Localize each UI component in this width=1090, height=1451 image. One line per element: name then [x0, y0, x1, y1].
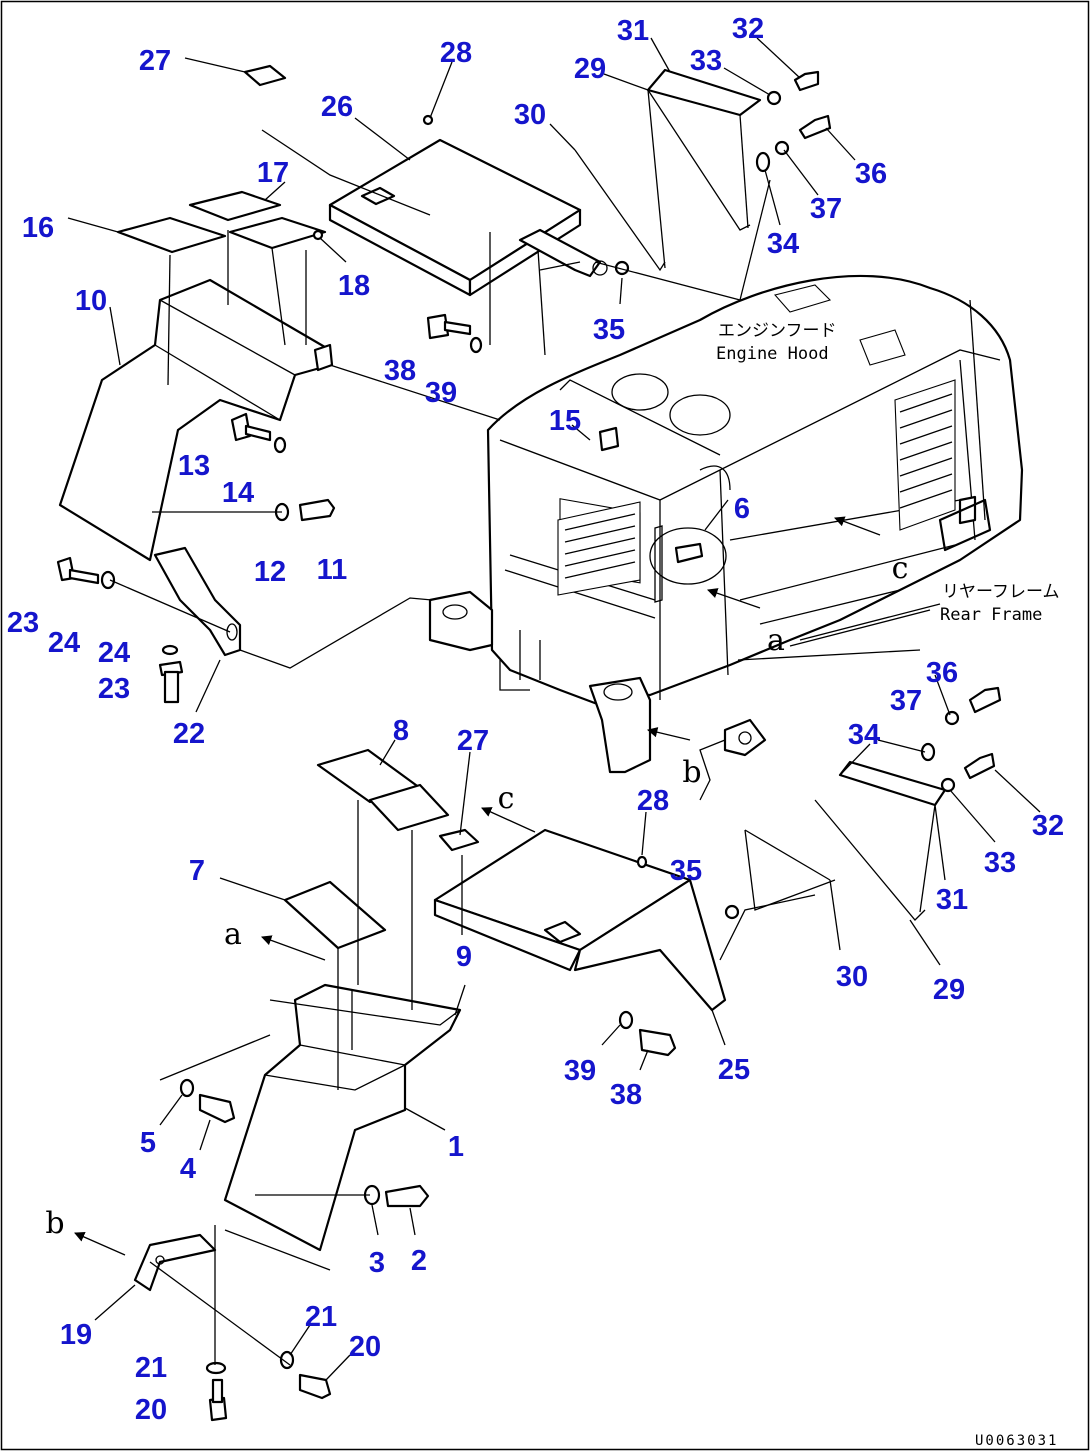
callout-c30b: 30	[836, 961, 868, 993]
callout-c31b: 31	[936, 884, 968, 916]
engine-hood	[486, 274, 1024, 717]
bracket-19	[133, 1233, 217, 1292]
plates-29-31-upper	[574, 68, 762, 272]
callout-c32a: 32	[732, 13, 764, 45]
callout-c35a: 35	[593, 314, 625, 346]
callout-c8: 8	[393, 715, 409, 747]
callout-c24b: 24	[98, 637, 130, 669]
callout-c10: 10	[75, 285, 107, 317]
callout-c18: 18	[338, 270, 370, 302]
callout-c9: 9	[456, 941, 472, 973]
plate-27-mid	[438, 828, 480, 852]
callout-c26: 26	[321, 91, 353, 123]
engine-hood-jp-label: エンジンフード	[718, 321, 837, 341]
callout-c34b: 34	[848, 719, 880, 751]
view-marker-vb1: b	[45, 1206, 64, 1241]
callout-c27a: 27	[139, 45, 171, 77]
rear-frame-mounts	[428, 590, 652, 774]
callout-c35b: 35	[670, 855, 702, 887]
engine-hood-en-label: Engine Hood	[716, 344, 829, 364]
callout-c31a: 31	[617, 15, 649, 47]
callout-c23a: 23	[7, 607, 39, 639]
bracket-22	[153, 546, 242, 657]
view-marker-va2: a	[767, 623, 785, 658]
callout-c3: 3	[369, 1247, 385, 1279]
callout-c15: 15	[549, 405, 581, 437]
callout-c28a: 28	[440, 37, 472, 69]
view-arrows	[74, 516, 881, 1256]
callout-c34a: 34	[767, 228, 799, 260]
lower-cover-25	[433, 828, 727, 1012]
plates-29-31-lower	[744, 760, 947, 921]
callout-c1: 1	[448, 1131, 464, 1163]
callout-c19: 19	[60, 1319, 92, 1351]
view-marker-vb2: b	[682, 755, 701, 790]
callout-c12: 12	[254, 556, 286, 588]
callout-c36a: 36	[855, 158, 887, 190]
top-cover-26	[328, 138, 608, 297]
callout-c33a: 33	[690, 45, 722, 77]
view-marker-vc2: c	[892, 551, 909, 586]
fasteners	[56, 70, 1002, 1422]
callout-c20a: 20	[349, 1331, 381, 1363]
view-markers: a b b c c a	[45, 551, 908, 1241]
callout-c7: 7	[189, 855, 205, 887]
callout-c38b: 38	[610, 1079, 642, 1111]
callout-c22: 22	[173, 718, 205, 750]
callout-c25: 25	[718, 1054, 750, 1086]
callout-c14: 14	[222, 477, 254, 509]
callout-c37b: 37	[890, 685, 922, 717]
callout-c5: 5	[140, 1127, 156, 1159]
front-cover-1	[223, 983, 462, 1252]
callout-c28b: 28	[637, 785, 669, 817]
callout-c2: 2	[411, 1245, 427, 1277]
annotations: エンジンフード Engine Hood リヤーフレーム Rear Frame U…	[716, 321, 1059, 1449]
callout-c11: 11	[317, 554, 348, 586]
callout-c17: 17	[257, 157, 289, 189]
view-marker-va1: a	[224, 917, 242, 952]
callout-c27b: 27	[457, 725, 489, 757]
callout-c29b: 29	[933, 974, 965, 1006]
rear-frame-jp-label: リヤーフレーム	[942, 582, 1059, 602]
drawing-code: U0063031	[975, 1433, 1058, 1449]
callout-c6: 6	[734, 493, 750, 525]
plate-27-top	[243, 64, 287, 87]
callout-c30a: 30	[514, 99, 546, 131]
flange-35	[614, 260, 767, 920]
callout-c4: 4	[180, 1153, 196, 1185]
callout-c29a: 29	[574, 53, 606, 85]
leader-lines	[67, 37, 1041, 1381]
callout-c24a: 24	[48, 627, 80, 659]
callout-c38a: 38	[384, 355, 416, 387]
view-marker-vc1: c	[498, 781, 515, 816]
callout-c33b: 33	[984, 847, 1016, 879]
callout-c36b: 36	[926, 657, 958, 689]
callout-c20b: 20	[135, 1394, 167, 1426]
plates-7-8	[283, 748, 450, 950]
callout-c39a: 39	[425, 377, 457, 409]
side-cover-10	[58, 278, 334, 562]
callout-c37a: 37	[810, 193, 842, 225]
rear-frame-en-label: Rear Frame	[940, 605, 1042, 625]
callout-c21b: 21	[135, 1352, 167, 1384]
callout-c21a: 21	[305, 1301, 337, 1333]
callout-c16: 16	[22, 212, 54, 244]
callout-c23b: 23	[98, 673, 130, 705]
callout-c13: 13	[178, 450, 210, 482]
callout-c39b: 39	[564, 1055, 596, 1087]
callout-c32b: 32	[1032, 810, 1064, 842]
gasket-plates-16-17	[116, 190, 327, 254]
